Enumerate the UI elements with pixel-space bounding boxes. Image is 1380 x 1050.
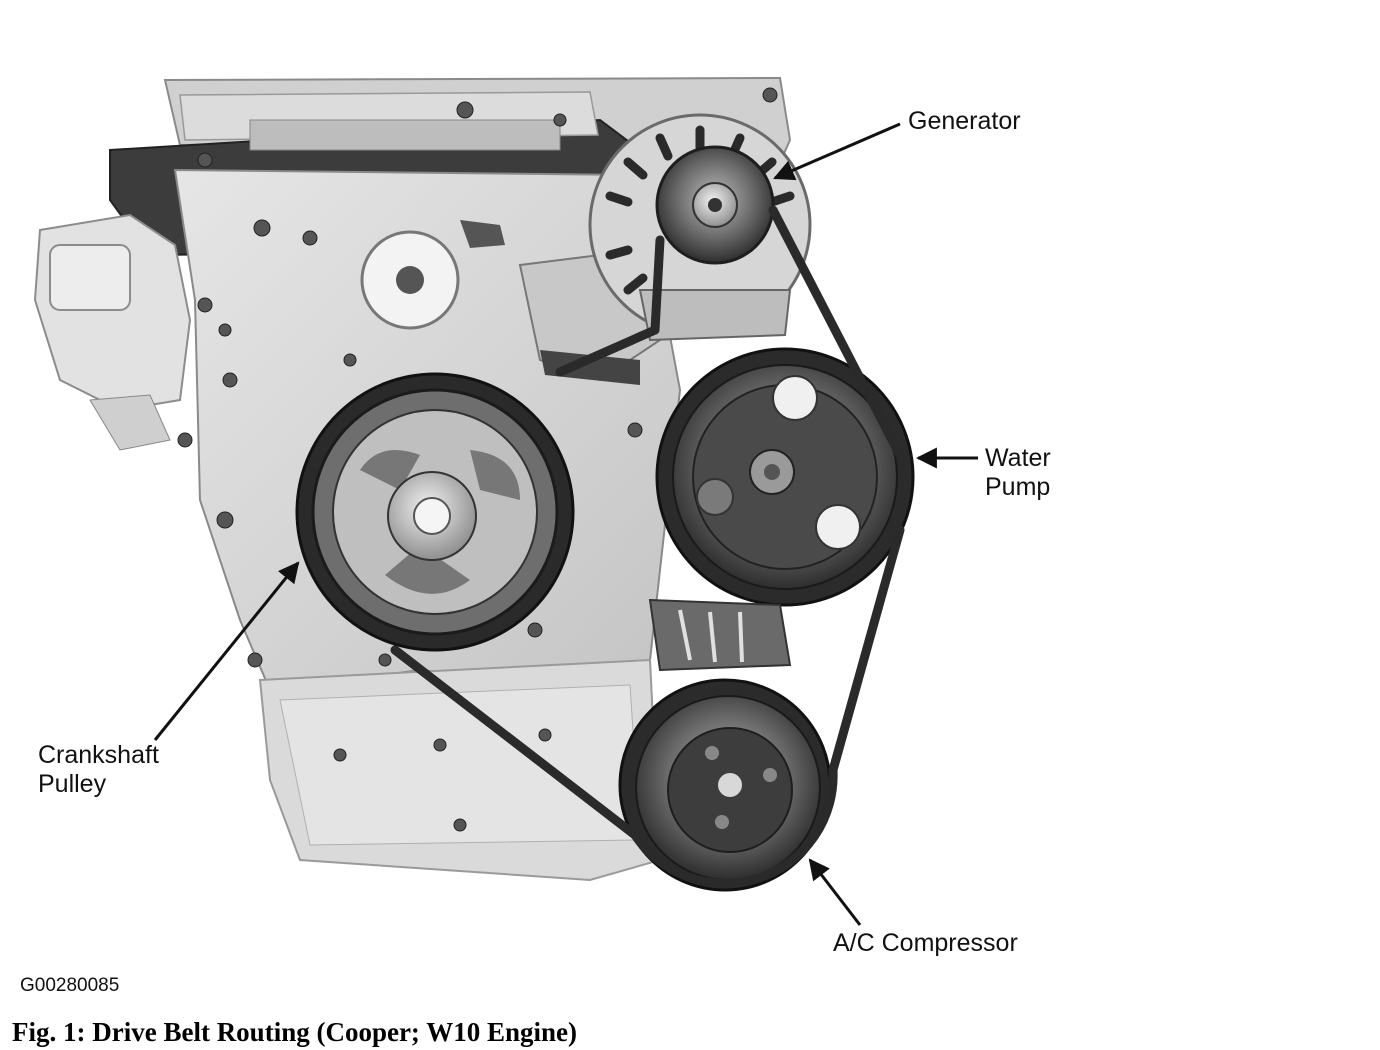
label-crankshaft-pulley: Crankshaft Pulley [38, 741, 159, 799]
label-generator: Generator [908, 107, 1021, 136]
generator [588, 113, 812, 342]
label-generator-text: Generator [908, 107, 1021, 135]
water-pump-pulley [655, 347, 915, 607]
figure-code: G00280085 [20, 975, 120, 996]
figure-caption: Fig. 1: Drive Belt Routing (Cooper; W10 … [12, 1017, 577, 1047]
crankshaft-pulley [295, 372, 575, 652]
label-crankshaft-line1: Crankshaft [38, 741, 159, 769]
label-water-pump-line1: Water [985, 444, 1051, 472]
label-crankshaft-line2: Pulley [38, 770, 107, 798]
ac-compressor [618, 598, 832, 892]
label-water-pump: Water Pump [985, 444, 1051, 502]
label-ac-compressor-text: A/C Compressor [833, 929, 1018, 957]
drive-belt [390, 205, 910, 888]
label-ac-compressor: A/C Compressor [833, 929, 1018, 958]
callout-arrows [153, 122, 978, 926]
label-water-pump-line2: Pump [985, 473, 1051, 501]
